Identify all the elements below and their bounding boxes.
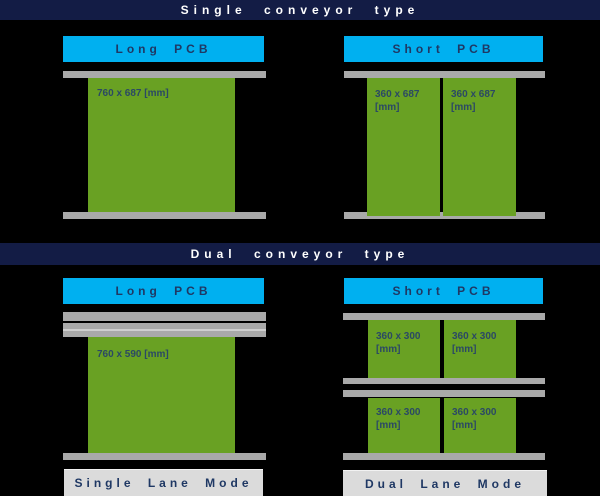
single-conveyor-section-header: Single conveyor type <box>0 0 600 20</box>
pcb-board-short-dual-rear-2: 360 x 300 [mm] <box>444 398 516 453</box>
board-dimension: 360 x 300 <box>376 407 421 418</box>
pcb-label-text: Short PCB <box>392 284 495 298</box>
dual-short-rail-mid-1 <box>343 378 545 384</box>
dual-short-rail-mid-2 <box>343 390 545 397</box>
board-dimension-unit: [mm] <box>376 420 401 431</box>
single-lane-mode-box: Single Lane Mode <box>64 469 263 496</box>
conveyor-rail-bottom-left <box>63 212 266 219</box>
pcb-board-long-single: 760 x 687 [mm] <box>88 78 235 212</box>
board-dimension: 360 x 300 <box>452 407 497 418</box>
board-dimension: 360 x 300 <box>376 331 421 342</box>
pcb-board-short-dual-front-2: 360 x 300 [mm] <box>444 320 516 378</box>
dual-conveyor-section-header: Dual conveyor type <box>0 243 600 265</box>
lane-mode-label: Dual Lane Mode <box>364 476 525 491</box>
single-short-pcb-label: Short PCB <box>344 36 543 62</box>
dual-long-rail-2 <box>63 323 266 337</box>
board-dimension: 360 x 300 <box>452 331 497 342</box>
board-dimension: 760 x 687 [mm] <box>97 88 169 99</box>
dual-short-rail-bottom <box>343 453 545 460</box>
board-dimension-unit: [mm] <box>452 420 477 431</box>
board-dimension-unit: [mm] <box>452 344 477 355</box>
pcb-board-long-dual: 760 x 590 [mm] <box>88 337 235 453</box>
dual-short-pcb-label: Short PCB <box>344 278 543 304</box>
dual-long-rail-1 <box>63 312 266 321</box>
section-title: Single conveyor type <box>180 3 420 17</box>
dual-long-rail-bottom <box>63 453 266 460</box>
dual-long-pcb-label: Long PCB <box>63 278 264 304</box>
dual-lane-mode-box: Dual Lane Mode <box>343 470 547 496</box>
pcb-board-short-single-1: 360 x 687 [mm] <box>367 78 440 216</box>
board-dimension-unit: [mm] <box>376 344 401 355</box>
pcb-board-short-single-2: 360 x 687 [mm] <box>443 78 516 216</box>
board-dimension: 360 x 687 <box>375 89 420 100</box>
single-long-pcb-label: Long PCB <box>63 36 264 62</box>
board-dimension-unit: [mm] <box>451 102 476 113</box>
section-title: Dual conveyor type <box>190 247 410 261</box>
pcb-board-short-dual-front-1: 360 x 300 [mm] <box>368 320 440 378</box>
pcb-board-short-dual-rear-1: 360 x 300 [mm] <box>368 398 440 453</box>
pcb-label-text: Short PCB <box>392 42 495 56</box>
dual-short-rail-top <box>343 313 545 320</box>
board-dimension: 760 x 590 [mm] <box>97 349 169 360</box>
board-dimension: 360 x 687 <box>451 89 496 100</box>
pcb-label-text: Long PCB <box>115 284 212 298</box>
pcb-label-text: Long PCB <box>115 42 212 56</box>
conveyor-rail-top-right <box>344 71 545 78</box>
board-dimension-unit: [mm] <box>375 102 400 113</box>
conveyor-rail-top-left <box>63 71 266 78</box>
lane-mode-label: Single Lane Mode <box>74 476 253 490</box>
